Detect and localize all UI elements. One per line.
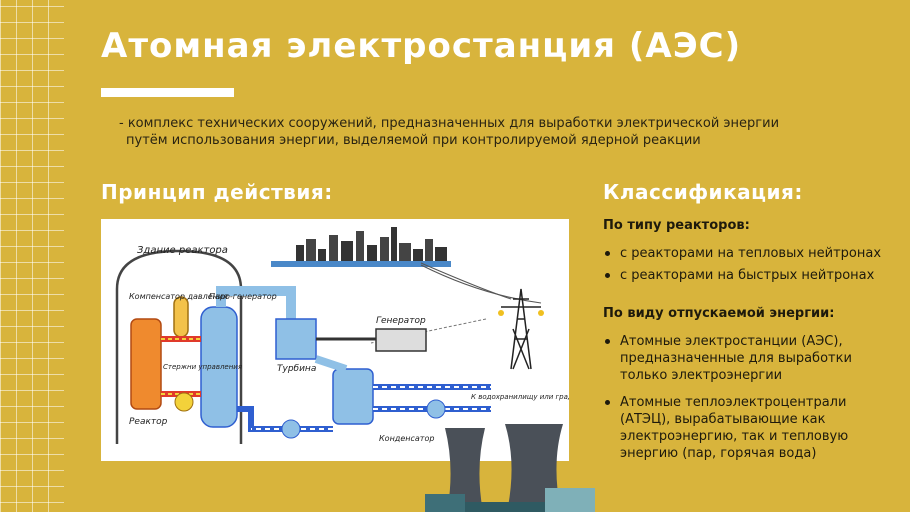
energy-type-heading: По виду отпускаемой энергии:: [603, 306, 835, 321]
label-to-reservoir: К водохранилищу или градирне: [471, 393, 569, 401]
npp-diagram-svg: Здание реактора Компенсатор давления Пар…: [115, 227, 569, 444]
label-steam-generator: Паро-генератор: [209, 292, 277, 301]
classification-heading: Классификация:: [603, 180, 803, 204]
generator: [375, 328, 427, 352]
power-pylon-icon: [501, 288, 541, 370]
label-building: Здание реактора: [137, 245, 228, 256]
title-underline: [101, 88, 234, 97]
classification-by-reactor-type: По типу реакторов: с реакторами на тепло…: [603, 218, 903, 289]
cooling-towers-icon: [425, 424, 595, 512]
reactor-type-list: с реакторами на тепловых нейтронах с реа…: [603, 245, 903, 284]
label-condenser: Конденсатор: [379, 434, 434, 443]
condenser: [332, 368, 374, 425]
label-rods: Стержни управления: [163, 363, 242, 371]
city-skyline-icon: [271, 227, 451, 267]
principle-heading: Принцип действия:: [101, 180, 333, 204]
classification-by-energy-type: По виду отпускаемой энергии: Атомные эле…: [603, 306, 873, 467]
definition-line-2: путём использования энергии, выделяемой …: [126, 133, 701, 148]
reactor-type-heading: По типу реакторов:: [603, 218, 750, 233]
list-item: с реакторами на тепловых нейтронах: [603, 245, 903, 262]
label-reactor: Реактор: [129, 417, 168, 427]
npp-diagram: Здание реактора Компенсатор давления Пар…: [101, 219, 569, 461]
list-item: с реакторами на быстрых нейтронах: [603, 267, 903, 284]
reactor-vessel: [130, 318, 162, 410]
turbine: [275, 318, 317, 360]
label-generator: Генератор: [376, 316, 426, 326]
label-turbine: Турбина: [277, 364, 316, 374]
pressure-compensator: [173, 296, 189, 338]
definition-line-1: - комплекс технических сооружений, предн…: [119, 116, 780, 131]
slide-definition: - комплекс технических сооружений, предн…: [119, 115, 819, 149]
reactor-building: [115, 249, 243, 444]
list-item: Атомные электростанции (АЭС), предназнач…: [603, 333, 873, 384]
list-item: Атомные теплоэлектроцентрали (АТЭЦ), выр…: [603, 394, 873, 462]
energy-type-list: Атомные электростанции (АЭС), предназнач…: [603, 333, 873, 462]
grid-decoration: [0, 0, 64, 512]
label-compensator: Компенсатор давления: [129, 292, 228, 301]
slide-title: Атомная электростанция (АЭС): [101, 26, 742, 66]
